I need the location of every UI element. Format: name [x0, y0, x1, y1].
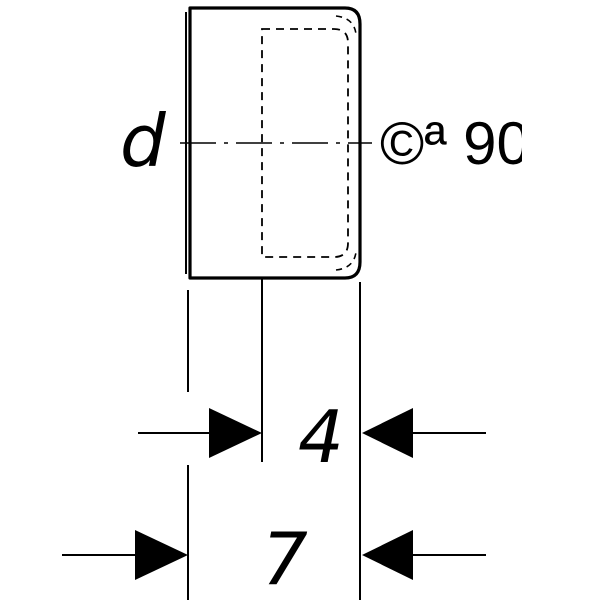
diameter-label: d — [120, 99, 167, 183]
part-outline — [188, 6, 362, 280]
thread-spec-label: ©ª 90 — [380, 110, 530, 177]
hidden-edge-bottom — [335, 251, 357, 271]
hidden-edge-top — [335, 15, 357, 35]
dimension-7-label: 7 — [262, 517, 308, 600]
dimension-7-arrow-left — [135, 530, 188, 580]
dimension-7-arrow-right — [362, 530, 413, 580]
dimension-4-label: 4 — [298, 395, 344, 479]
hidden-bore-outline — [261, 28, 349, 258]
dimension-4-arrow-left — [209, 408, 262, 458]
dimension-4-arrow-right — [362, 408, 413, 458]
